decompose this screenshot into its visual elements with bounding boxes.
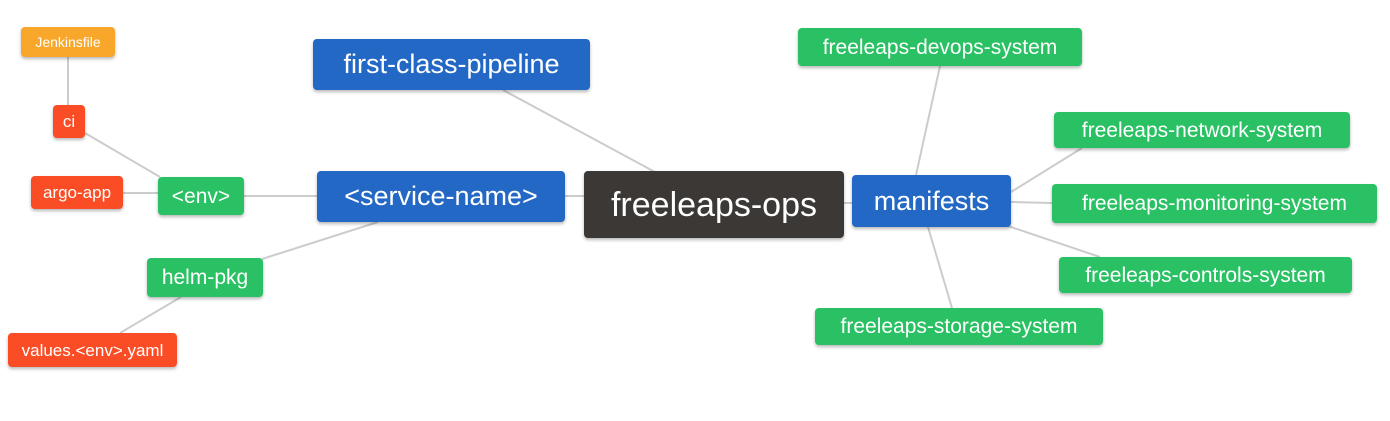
node-freeleaps-ops-label: freeleaps-ops xyxy=(610,185,817,224)
edge-helm-pkg-service-name xyxy=(261,221,379,260)
node-first-class-pipeline-label: first-class-pipeline xyxy=(343,49,560,79)
node-values-env-yaml-label: values.<env>.yaml xyxy=(21,340,164,360)
node-freeleaps-storage-system-label: freeleaps-storage-system xyxy=(840,315,1078,338)
node-freeleaps-monitoring-system-label: freeleaps-monitoring-system xyxy=(1082,192,1347,215)
edge-ci-env xyxy=(84,132,161,178)
node-values-env-yaml[interactable]: values.<env>.yaml xyxy=(8,333,177,367)
node-manifests-label: manifests xyxy=(873,185,990,216)
node-manifests[interactable]: manifests xyxy=(852,175,1011,227)
edge-controls-manifests xyxy=(1004,224,1101,258)
node-freeleaps-ops[interactable]: freeleaps-ops xyxy=(584,171,844,238)
node-freeleaps-network-system-label: freeleaps-network-system xyxy=(1081,118,1323,142)
node-env-label: <env> xyxy=(171,184,231,208)
node-helm-pkg[interactable]: helm-pkg xyxy=(147,258,263,297)
node-freeleaps-monitoring-system[interactable]: freeleaps-monitoring-system xyxy=(1052,184,1377,223)
node-freeleaps-storage-system[interactable]: freeleaps-storage-system xyxy=(815,308,1103,345)
edge-network-manifests xyxy=(1010,147,1083,193)
node-freeleaps-devops-system[interactable]: freeleaps-devops-system xyxy=(798,28,1082,66)
node-freeleaps-network-system[interactable]: freeleaps-network-system xyxy=(1054,112,1350,148)
node-freeleaps-controls-system-label: freeleaps-controls-system xyxy=(1085,263,1326,287)
node-argo-app-label: argo-app xyxy=(42,183,112,202)
edge-values-helm-pkg xyxy=(119,296,182,334)
edge-first-class-pipeline-freeleaps-ops xyxy=(502,89,656,173)
edge-storage-manifests xyxy=(927,226,953,309)
node-ci[interactable]: ci xyxy=(53,105,85,138)
edge-monitoring-manifests xyxy=(1010,201,1053,204)
node-service-name-label: <service-name> xyxy=(344,181,538,211)
node-freeleaps-controls-system[interactable]: freeleaps-controls-system xyxy=(1059,257,1352,293)
node-ci-label: ci xyxy=(62,112,76,131)
node-first-class-pipeline[interactable]: first-class-pipeline xyxy=(313,39,590,90)
node-env[interactable]: <env> xyxy=(158,177,244,215)
edge-devops-manifests xyxy=(915,65,941,176)
node-helm-pkg-label: helm-pkg xyxy=(161,266,249,289)
node-argo-app[interactable]: argo-app xyxy=(31,176,123,209)
node-jenkinsfile-label: Jenkinsfile xyxy=(35,34,101,50)
node-jenkinsfile[interactable]: Jenkinsfile xyxy=(21,27,115,57)
node-service-name[interactable]: <service-name> xyxy=(317,171,565,222)
node-freeleaps-devops-system-label: freeleaps-devops-system xyxy=(822,35,1058,59)
